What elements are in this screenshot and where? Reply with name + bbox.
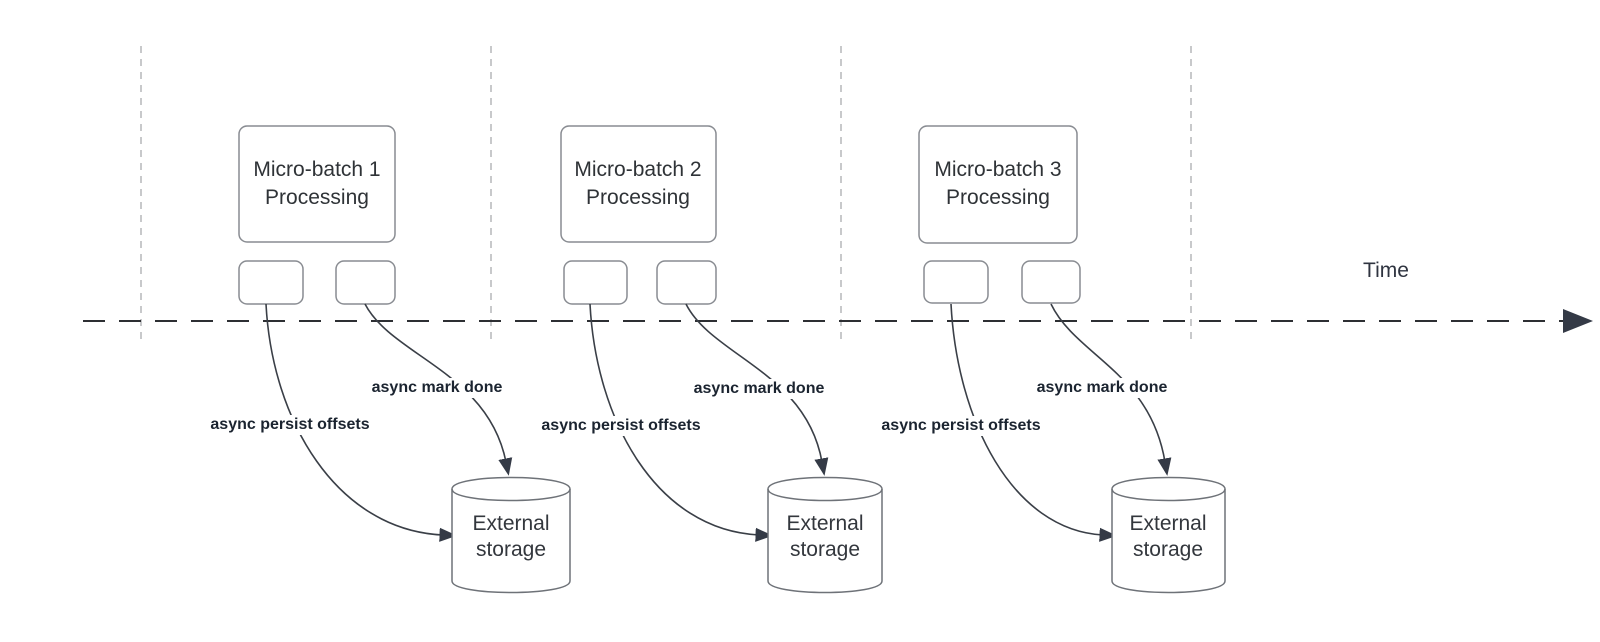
persist-offsets-arrow-2 bbox=[589, 303, 774, 542]
micro-batch-2-group bbox=[560, 125, 883, 594]
persist-offsets-label-1: async persist offsets bbox=[207, 415, 373, 435]
external-storage-cylinder-2-rim bbox=[767, 488, 883, 502]
time-axis-label: Time bbox=[1363, 259, 1409, 282]
micro-batch-1-box bbox=[238, 125, 396, 243]
mark-done-label-1: async mark done bbox=[368, 378, 506, 398]
micro-batch-1-title: Micro-batch 1 Processing bbox=[253, 156, 380, 212]
micro-batch-3-title-line2: Processing bbox=[946, 186, 1050, 209]
micro-batch-2-box bbox=[560, 125, 717, 243]
external-storage-label-3-line2: storage bbox=[1132, 538, 1204, 561]
micro-batch-3-task-a-box bbox=[923, 260, 989, 304]
micro-batch-1-task-a-box bbox=[238, 260, 304, 305]
micro-batch-3-group bbox=[918, 125, 1226, 594]
external-storage-label-2-line1: External bbox=[786, 512, 864, 535]
micro-batch-2-task-a-box bbox=[563, 260, 628, 305]
micro-batch-3-task-b-box bbox=[1021, 260, 1081, 304]
persist-offsets-label-3: async persist offsets bbox=[878, 416, 1044, 436]
external-storage-label-2-line2: storage bbox=[789, 538, 861, 561]
micro-batch-1-title-line2: Processing bbox=[265, 186, 369, 209]
external-storage-label-1-line1: External bbox=[472, 512, 550, 535]
external-storage-label-3: External storage bbox=[1129, 511, 1206, 563]
external-storage-cylinder-1-rim bbox=[451, 488, 571, 502]
external-storage-label-1: External storage bbox=[472, 511, 549, 563]
micro-batch-3-title-line1: Micro-batch 3 bbox=[934, 158, 1062, 181]
external-storage-label-3-line1: External bbox=[1129, 512, 1207, 535]
micro-batch-3-title: Micro-batch 3 Processing bbox=[934, 156, 1061, 212]
timeline-guide-lines bbox=[140, 46, 1192, 341]
micro-batch-2-title-line2: Processing bbox=[586, 186, 690, 209]
micro-batch-1-task-b-box bbox=[335, 260, 396, 305]
persist-offsets-arrow-1 bbox=[265, 303, 458, 542]
persist-offsets-arrow-3 bbox=[950, 303, 1118, 542]
mark-done-label-3: async mark done bbox=[1033, 378, 1171, 398]
mark-done-label-2: async mark done bbox=[690, 379, 828, 399]
mark-done-arrow-3 bbox=[1050, 303, 1172, 476]
micro-batch-2-title-line1: Micro-batch 2 bbox=[574, 158, 702, 181]
external-storage-label-2: External storage bbox=[786, 511, 863, 563]
micro-batch-1-title-line1: Micro-batch 1 bbox=[253, 158, 381, 181]
external-storage-cylinder-1 bbox=[451, 476, 571, 594]
micro-batch-1-group bbox=[238, 125, 571, 594]
micro-batch-2-task-b-box bbox=[656, 260, 717, 305]
external-storage-cylinder-3-rim bbox=[1111, 488, 1226, 502]
micro-batch-3-box bbox=[918, 125, 1078, 244]
persist-offsets-label-2: async persist offsets bbox=[538, 416, 704, 436]
external-storage-cylinder-3 bbox=[1111, 476, 1226, 594]
mark-done-arrow-2 bbox=[685, 303, 829, 476]
mark-done-arrow-1 bbox=[364, 303, 513, 476]
micro-batch-2-title: Micro-batch 2 Processing bbox=[574, 156, 701, 212]
external-storage-label-1-line2: storage bbox=[475, 538, 547, 561]
external-storage-cylinder-2 bbox=[767, 476, 883, 594]
